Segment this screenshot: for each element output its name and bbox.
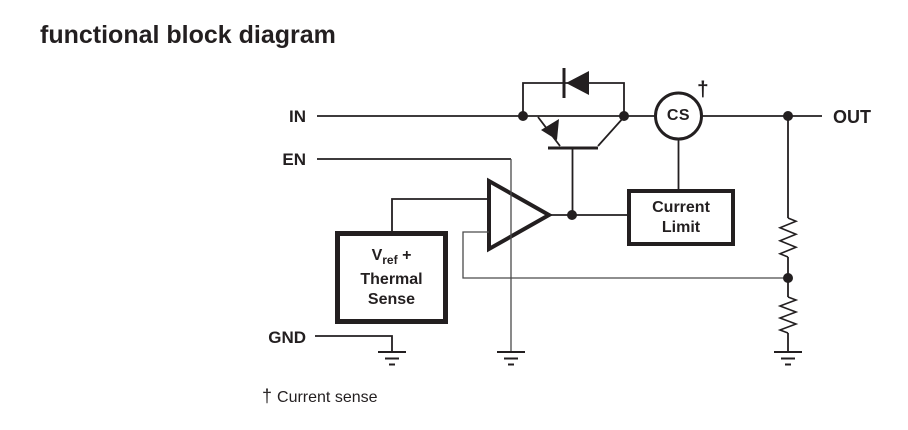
gnd-wire bbox=[315, 335, 393, 351]
vref-plus: + bbox=[402, 246, 412, 264]
pass-transistor-collector bbox=[597, 116, 625, 147]
ground-symbol-gnd-pin bbox=[378, 351, 406, 366]
pin-label-en: EN bbox=[282, 150, 306, 169]
junction-dot-feedback bbox=[783, 273, 793, 283]
footnote-dagger: † bbox=[262, 386, 273, 406]
vref-v: V bbox=[371, 246, 383, 264]
pin-label-in: IN bbox=[289, 107, 306, 126]
footnote: †Current sense bbox=[262, 386, 378, 407]
junction-dot-out bbox=[783, 111, 793, 121]
pin-label-out: OUT bbox=[833, 107, 871, 127]
current-sense-dagger-footnote-mark: † bbox=[697, 78, 709, 101]
error-amplifier bbox=[487, 177, 554, 253]
vref-thermal-sense-block: Vref + Thermal Sense bbox=[335, 231, 448, 324]
current-limit-block: Current Limit bbox=[627, 189, 735, 246]
current-limit-line1: Current bbox=[652, 198, 710, 216]
vref-line3: Sense bbox=[367, 290, 416, 308]
vref-subscript: ref bbox=[382, 252, 398, 267]
vref-line1: Vref + bbox=[372, 246, 412, 270]
resistor-r2 bbox=[777, 296, 799, 334]
junction-dot-in-diode bbox=[518, 111, 528, 121]
current-sense-label: CS bbox=[666, 107, 691, 124]
resistor-r1 bbox=[777, 217, 799, 258]
current-sense-circle bbox=[654, 91, 703, 141]
junction-dot-collector bbox=[619, 111, 629, 121]
ground-symbol-enable bbox=[497, 351, 525, 366]
vref-line2: Thermal bbox=[360, 270, 423, 288]
diode-loop-wire bbox=[522, 82, 625, 116]
reverse-diode bbox=[562, 68, 589, 98]
pin-label-gnd: GND bbox=[268, 328, 306, 347]
ground-symbol-divider bbox=[774, 351, 802, 366]
current-limit-line2: Limit bbox=[661, 218, 701, 236]
page-title: functional block diagram bbox=[40, 21, 336, 49]
junction-dot-amp-output bbox=[567, 210, 577, 220]
feedback-wire bbox=[462, 231, 788, 279]
transistor-emitter-arrow bbox=[541, 119, 559, 140]
diode-anode-triangle bbox=[566, 71, 589, 95]
vref-to-amp-wire bbox=[391, 198, 489, 231]
footnote-text: Current sense bbox=[277, 389, 378, 406]
